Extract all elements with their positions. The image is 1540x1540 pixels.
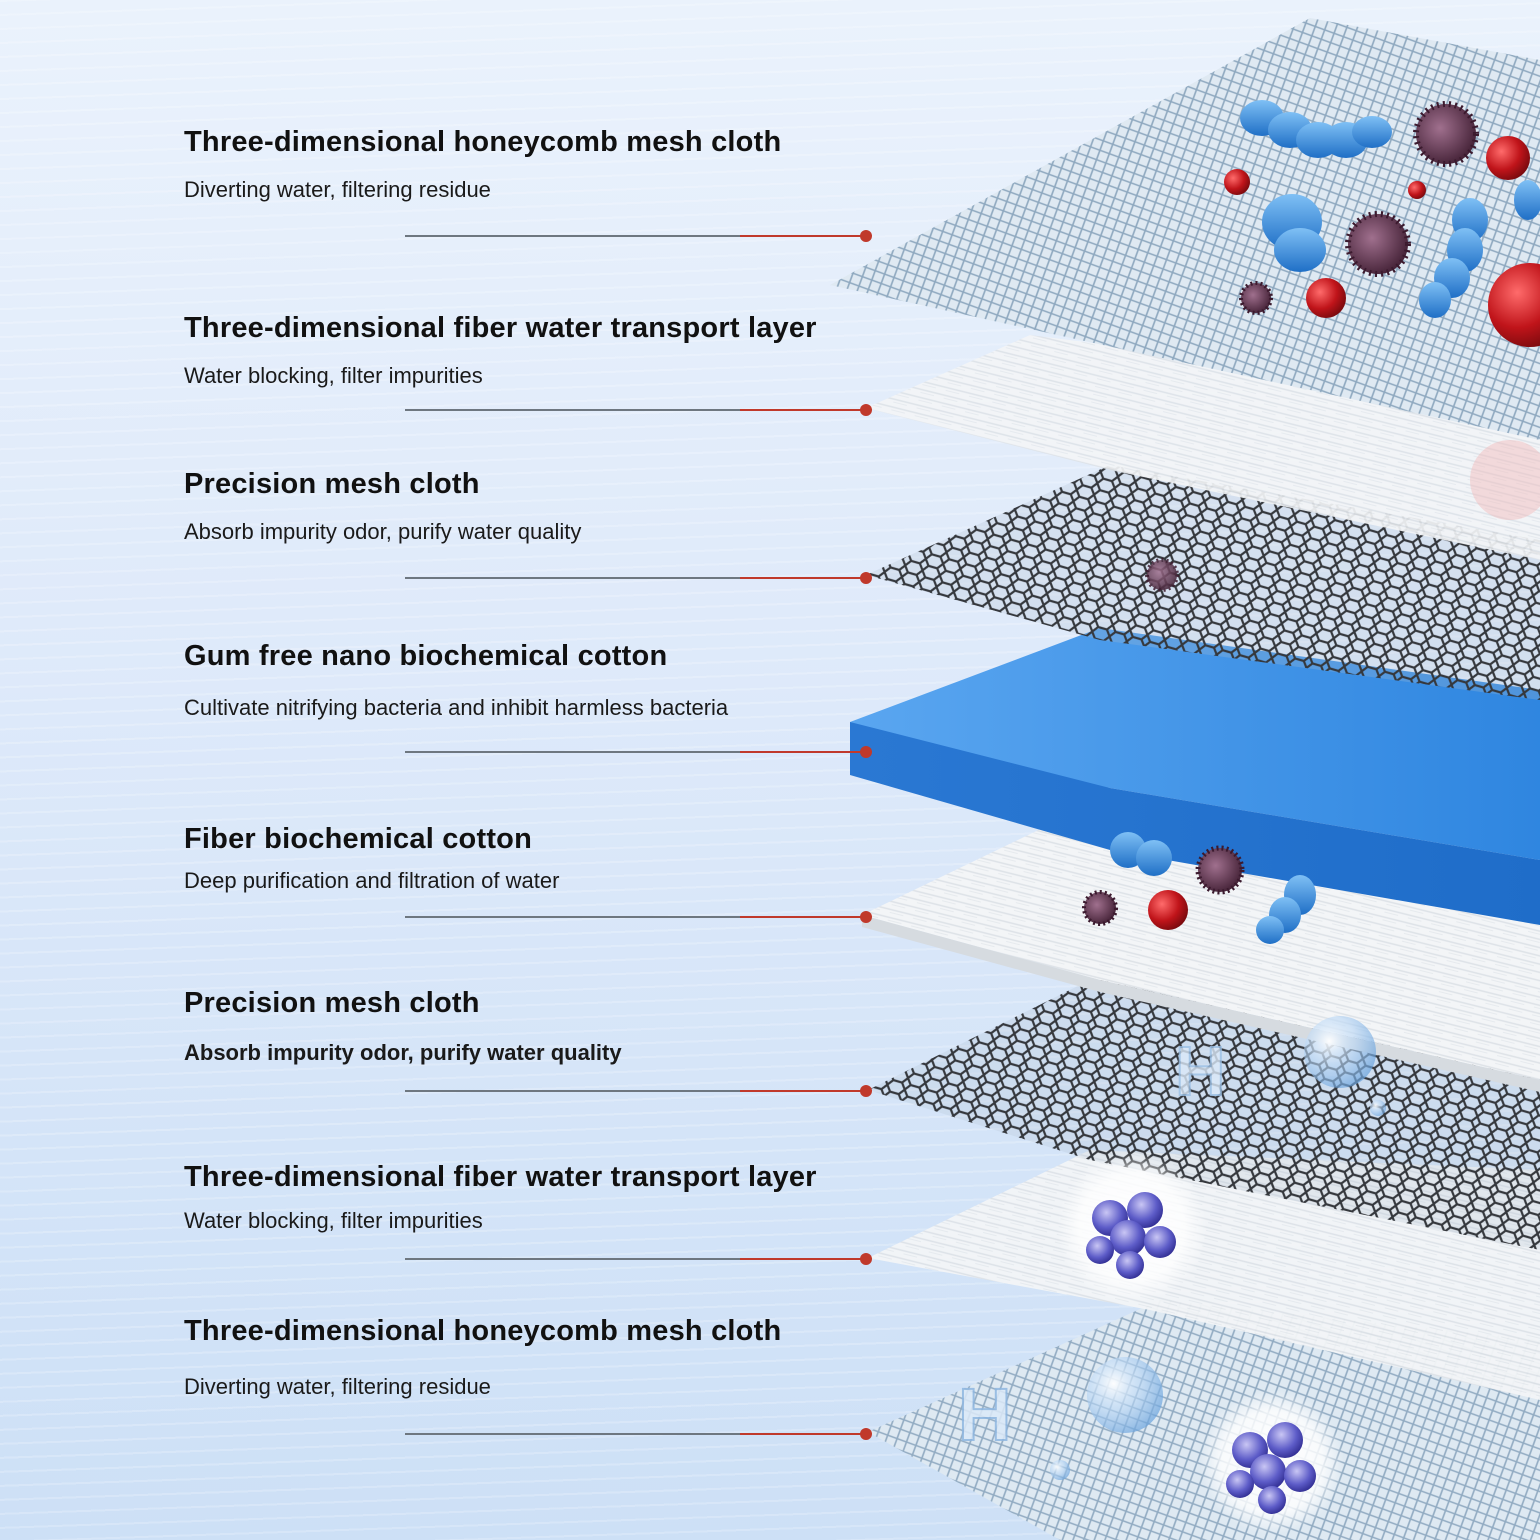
svg-text:H: H (1175, 1032, 1226, 1110)
leader-lines (405, 230, 872, 1440)
leader-dot (860, 911, 872, 923)
leader-line-3 (405, 572, 872, 584)
leader-dot (860, 1253, 872, 1265)
layer-label-6: Precision mesh cloth Absorb impurity odo… (184, 987, 622, 1066)
molecule-cluster-upper (1057, 1153, 1207, 1303)
leader-line-1 (405, 230, 872, 242)
leader-line-4 (405, 746, 872, 758)
virus-particles (1145, 101, 1479, 592)
leader-line-8 (405, 1428, 872, 1440)
layer-sheet-nano-sponge (850, 628, 1540, 925)
layer-label-4: Gum free nano biochemical cotton Cultiva… (184, 640, 728, 721)
bacteria-cluster-top (1145, 100, 1540, 592)
layer-title: Precision mesh cloth (184, 987, 480, 1019)
leader-line-2 (405, 404, 872, 416)
bacteria-cluster-middle (1082, 832, 1316, 944)
leader-line-6 (405, 1085, 872, 1097)
molecule-cluster-lower (1200, 1390, 1344, 1534)
layer-label-8: Three-dimensional honeycomb mesh cloth D… (184, 1315, 781, 1400)
layer-title: Precision mesh cloth (184, 468, 480, 500)
worm-bacteria (1240, 100, 1540, 318)
layer-title: Gum free nano biochemical cotton (184, 640, 668, 672)
layer-description: Absorb impurity odor, purify water quali… (184, 519, 582, 544)
leader-dot (860, 572, 872, 584)
leader-dot (860, 746, 872, 758)
leader-dot (860, 1428, 872, 1440)
layer-description: Deep purification and filtration of wate… (184, 868, 560, 893)
layer-title: Three-dimensional fiber water transport … (184, 1161, 817, 1193)
svg-text:H: H (958, 1373, 1011, 1456)
layer-label-5: Fiber biochemical cotton Deep purificati… (184, 823, 559, 894)
water-bubbles: H H (957, 1016, 1386, 1480)
layer-description: Absorb impurity odor, purify water quali… (184, 1040, 622, 1065)
layer-title: Three-dimensional honeycomb mesh cloth (184, 1315, 782, 1347)
layer-description: Water blocking, filter impurities (184, 1208, 483, 1233)
leader-dot (860, 404, 872, 416)
leader-dot (860, 230, 872, 242)
layer-label-3: Precision mesh cloth Absorb impurity odo… (184, 468, 581, 545)
leader-dot (860, 1085, 872, 1097)
leader-line-5 (405, 911, 872, 923)
leader-line-7 (405, 1253, 872, 1265)
layer-description: Diverting water, filtering residue (184, 177, 491, 202)
layer-description: Cultivate nitrifying bacteria and inhibi… (184, 695, 729, 720)
layer-description: Diverting water, filtering residue (184, 1374, 491, 1399)
layer-label-2: Three-dimensional fiber water transport … (184, 312, 817, 389)
layer-title: Three-dimensional honeycomb mesh cloth (184, 126, 782, 158)
layer-title: Three-dimensional fiber water transport … (184, 312, 817, 344)
layer-label-1: Three-dimensional honeycomb mesh cloth D… (184, 126, 781, 203)
layer-title: Fiber biochemical cotton (184, 823, 533, 855)
layer-description: Water blocking, filter impurities (184, 363, 483, 388)
red-bacteria (1224, 136, 1540, 520)
layer-label-7: Three-dimensional fiber water transport … (184, 1161, 817, 1234)
